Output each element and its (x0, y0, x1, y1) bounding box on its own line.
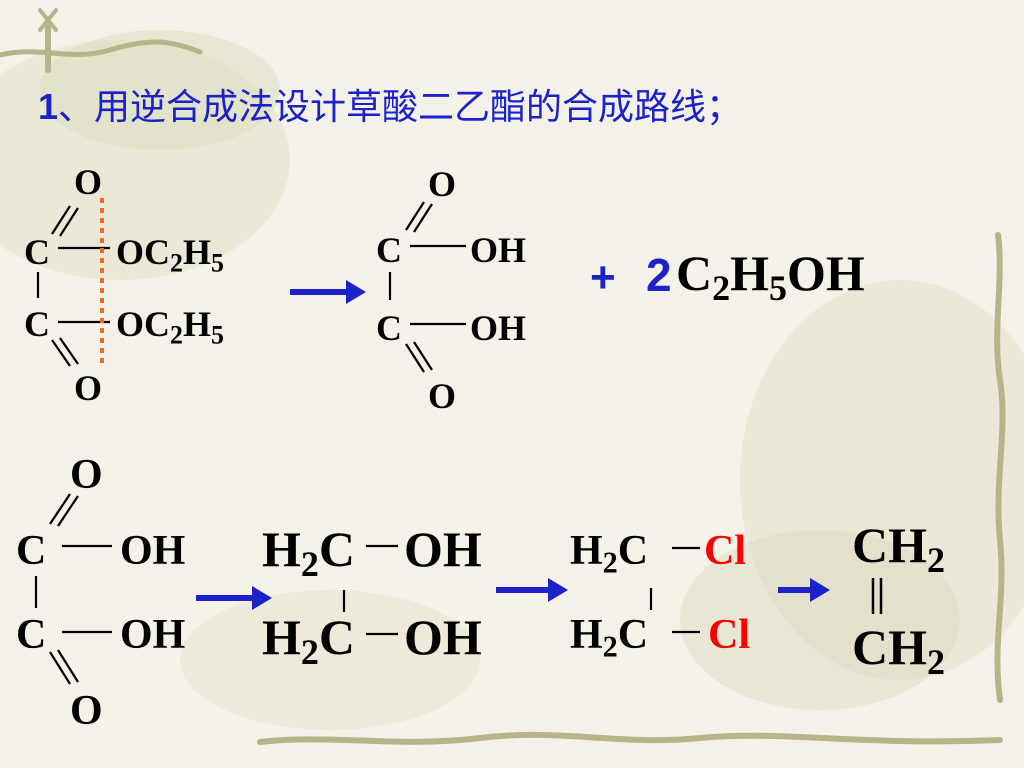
acid-top-carbon-top: C (376, 230, 402, 270)
arrow-glycol-to-dichloride (496, 578, 568, 602)
oxalic-acid-top-bonds (388, 201, 466, 373)
acid-top-hydroxyl-bottom: OH (470, 308, 527, 348)
chlorine-bottom: Cl (708, 612, 750, 658)
oxalic-acid-bottom-bonds (34, 493, 112, 685)
diester-carbon-bottom: C (24, 304, 50, 344)
ethylene-double-bond (871, 578, 883, 614)
arrow-acid-to-glycol (196, 586, 272, 610)
ethylene-ch2-top: CH2 (852, 517, 945, 581)
diester-carbonyl-o-top: O (74, 162, 103, 202)
acid-bottom-carbonyl-o-top: O (70, 452, 103, 498)
title-text: 、用逆合成法设计草酸二乙酯的合成路线； (58, 87, 743, 128)
diester-carbonyl-o-bottom: O (74, 368, 103, 408)
diester-ethoxy-top: OC2H5 (116, 232, 224, 278)
acid-top-carbon-bottom: C (376, 308, 402, 348)
acid-top-carbonyl-o-top: O (428, 164, 457, 204)
ethylene-ch2-bottom: CH2 (852, 619, 945, 683)
acid-bottom-carbon-bottom: C (16, 612, 47, 658)
title-number: 1 (38, 86, 59, 127)
dichloride-ch2-top: H2C (570, 528, 649, 580)
acid-bottom-hydroxyl-top: OH (120, 528, 186, 574)
slide-title: 1、用逆合成法设计草酸二乙酯的合成路线； (38, 78, 742, 130)
acid-bottom-carbon-top: C (16, 528, 47, 574)
dichloride-ch2-bottom: H2C (570, 612, 649, 664)
acid-bottom-hydroxyl-bottom: OH (120, 612, 186, 658)
glycol-ch2-top: H2C (262, 521, 356, 585)
acid-bottom-carbonyl-o-bottom: O (70, 688, 103, 734)
ethylene-glycol-bonds (342, 544, 398, 636)
arrow-diester-to-acid (290, 280, 366, 304)
acid-top-hydroxyl-top: OH (470, 230, 527, 270)
arrow-dichloride-to-ethylene (778, 578, 830, 602)
vine-bottom-border (257, 731, 1003, 745)
chlorine-top: Cl (704, 528, 746, 574)
ethanol-coefficient: 2 (646, 249, 672, 301)
diester-carbon-top: C (24, 232, 50, 272)
dichloroethane-bonds (649, 546, 700, 634)
vine-top-border (0, 8, 203, 73)
acid-top-carbonyl-o-bottom: O (428, 376, 457, 416)
diester-ethoxy-bottom: OC2H5 (116, 304, 224, 350)
glycol-hydroxyl-bottom: OH (404, 609, 482, 665)
vine-right-border (994, 232, 1006, 703)
ethanol-formula: C2H5OH (676, 245, 865, 309)
glycol-ch2-bottom: H2C (262, 609, 356, 673)
glycol-hydroxyl-top: OH (404, 521, 482, 577)
plus-sign: + (590, 253, 616, 302)
